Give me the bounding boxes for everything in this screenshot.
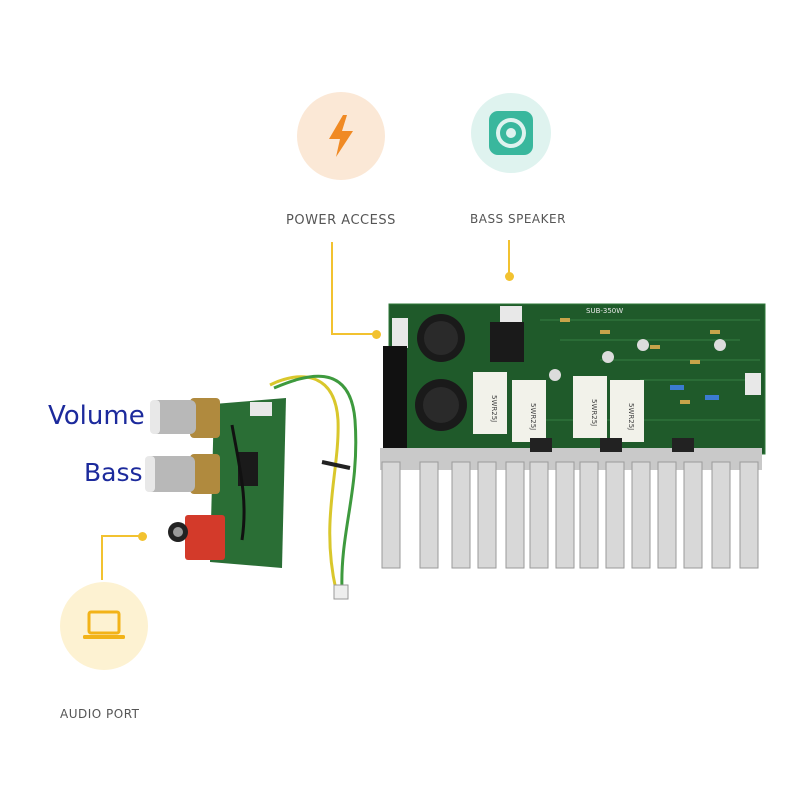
audio-leader-dot bbox=[138, 532, 147, 541]
bass-leader-vertical bbox=[508, 240, 510, 274]
audio-port-badge bbox=[60, 582, 148, 670]
volume-label: Volume bbox=[48, 401, 145, 431]
board-silkscreen: SUB-350W bbox=[586, 307, 623, 315]
speaker-icon bbox=[489, 111, 533, 155]
bass-label: Bass bbox=[84, 458, 143, 487]
main-pcb: SUB-350W 5WR25J 5WR25J 5WR25J 5WR25J bbox=[383, 303, 766, 455]
power-leader-dot bbox=[372, 330, 381, 339]
power-leader-horizontal bbox=[331, 333, 375, 335]
bass-knob bbox=[145, 454, 220, 494]
resistor-label-1: 5WR25J bbox=[490, 395, 498, 422]
bass-speaker-label: BASS SPEAKER bbox=[470, 212, 566, 226]
heatsink bbox=[380, 438, 762, 569]
resistor-label-4: 5WR25J bbox=[627, 403, 635, 430]
power-access-label: POWER ACCESS bbox=[286, 213, 396, 228]
cable-connector bbox=[333, 584, 349, 600]
audio-port-label: AUDIO PORT bbox=[60, 707, 140, 721]
power-leader-vertical bbox=[331, 242, 333, 335]
audio-leader-vertical bbox=[101, 535, 103, 580]
lightning-bolt-icon bbox=[329, 115, 353, 157]
power-cable bbox=[269, 374, 358, 591]
resistor-label-3: 5WR25J bbox=[590, 399, 598, 426]
power-access-badge bbox=[297, 92, 385, 180]
volume-knob bbox=[150, 398, 220, 438]
laptop-icon bbox=[83, 610, 125, 639]
bass-leader-dot bbox=[505, 272, 514, 281]
bass-speaker-badge bbox=[471, 93, 551, 173]
resistor-label-2: 5WR25J bbox=[529, 403, 537, 430]
audio-leader-horizontal bbox=[101, 535, 141, 537]
control-pcb bbox=[210, 398, 286, 568]
rca-audio-jacks bbox=[168, 515, 225, 560]
